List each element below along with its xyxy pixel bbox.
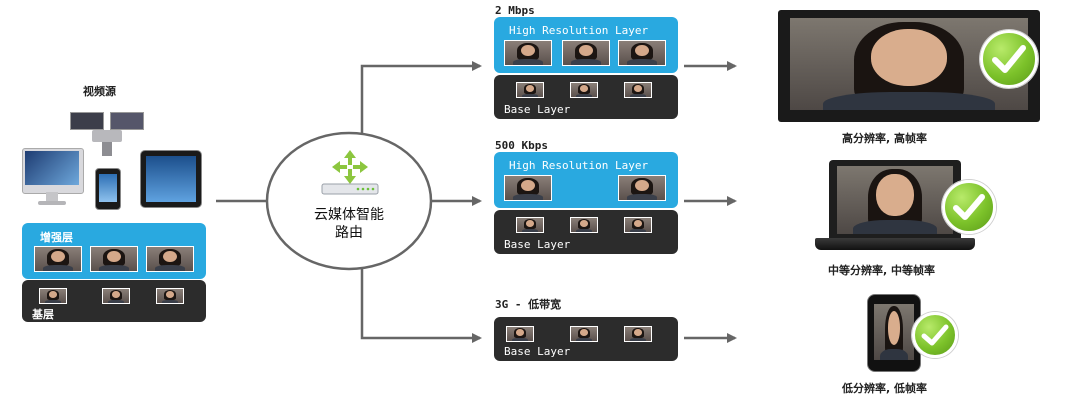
laptop-caption: 中等分辨率, 中等帧率 bbox=[828, 264, 936, 277]
base-video-thumbnail bbox=[624, 217, 652, 233]
router-ellipse bbox=[265, 131, 433, 271]
base-video-thumbnail bbox=[516, 217, 544, 233]
stream-1-base-layer: Base Layer bbox=[494, 75, 678, 119]
phone-caption: 低分辨率, 低帧率 bbox=[842, 382, 928, 395]
enhance-layer-label: 增强层 bbox=[40, 231, 73, 244]
router-icon bbox=[320, 150, 380, 196]
router-to-2mbps-arrow bbox=[360, 61, 482, 148]
hi-res-video-thumbnail bbox=[618, 40, 666, 66]
base-video-thumbnail bbox=[516, 82, 544, 98]
base-layer-label: Base Layer bbox=[504, 238, 571, 251]
phone-video-screen bbox=[874, 304, 914, 360]
router-label-line2: 路由 bbox=[335, 225, 363, 241]
ipad-icon bbox=[140, 150, 202, 208]
stream-2-high-res-layer: High Resolution Layer bbox=[494, 152, 678, 208]
hi-res-video-thumbnail bbox=[562, 40, 610, 66]
base-video-thumbnail bbox=[570, 82, 598, 98]
base-video-thumbnail bbox=[39, 288, 67, 304]
hi-res-video-thumbnail bbox=[504, 175, 552, 201]
checkmark-icon bbox=[980, 30, 1038, 88]
hi-res-video-thumbnail bbox=[90, 246, 138, 272]
base-video-thumbnail bbox=[506, 326, 534, 342]
base-video-thumbnail bbox=[624, 82, 652, 98]
tv-video-screen bbox=[790, 18, 1028, 110]
stream-rate-3g: 3G - 低带宽 bbox=[495, 298, 562, 311]
source-base-layer: 基层 bbox=[22, 280, 206, 322]
router-to-3g-arrow bbox=[360, 256, 482, 343]
base-video-thumbnail bbox=[156, 288, 184, 304]
hi-res-video-thumbnail bbox=[146, 246, 194, 272]
base-layer-label: Base Layer bbox=[504, 345, 571, 358]
stream-3-base-layer: Base Layer bbox=[494, 317, 678, 361]
imac-icon bbox=[22, 148, 84, 206]
base-video-thumbnail bbox=[102, 288, 130, 304]
hi-res-video-thumbnail bbox=[618, 175, 666, 201]
source-enhance-layer: 增强层 bbox=[22, 223, 206, 279]
stream-rate-2mbps: 2 Mbps bbox=[495, 4, 535, 17]
base-video-thumbnail bbox=[570, 217, 598, 233]
base-video-thumbnail bbox=[570, 326, 598, 342]
router-label-line1: 云媒体智能 bbox=[314, 207, 384, 223]
checkmark-icon bbox=[942, 180, 996, 234]
laptop-video-screen bbox=[837, 166, 953, 234]
stream-rate-500kbps: 500 Kbps bbox=[495, 139, 548, 152]
base-layer-label: 基层 bbox=[32, 308, 54, 321]
laptop-icon bbox=[815, 160, 975, 252]
router-label: 云媒体智能 路由 bbox=[299, 206, 399, 242]
checkmark-icon bbox=[912, 312, 958, 358]
tv-caption: 高分辨率, 高帧率 bbox=[842, 132, 928, 145]
base-layer-label: Base Layer bbox=[504, 103, 571, 116]
high-res-layer-label: High Resolution Layer bbox=[509, 159, 649, 172]
high-res-layer-label: High Resolution Layer bbox=[509, 24, 649, 37]
base-video-thumbnail bbox=[624, 326, 652, 342]
hi-res-video-thumbnail bbox=[504, 40, 552, 66]
video-source-label: 视频源 bbox=[83, 85, 116, 98]
iphone-icon bbox=[95, 168, 121, 210]
tv-icon bbox=[778, 10, 1040, 122]
video-conference-system-icon bbox=[66, 108, 148, 158]
stream-1-high-res-layer: High Resolution Layer bbox=[494, 17, 678, 73]
hi-res-video-thumbnail bbox=[34, 246, 82, 272]
stream-2-base-layer: Base Layer bbox=[494, 210, 678, 254]
